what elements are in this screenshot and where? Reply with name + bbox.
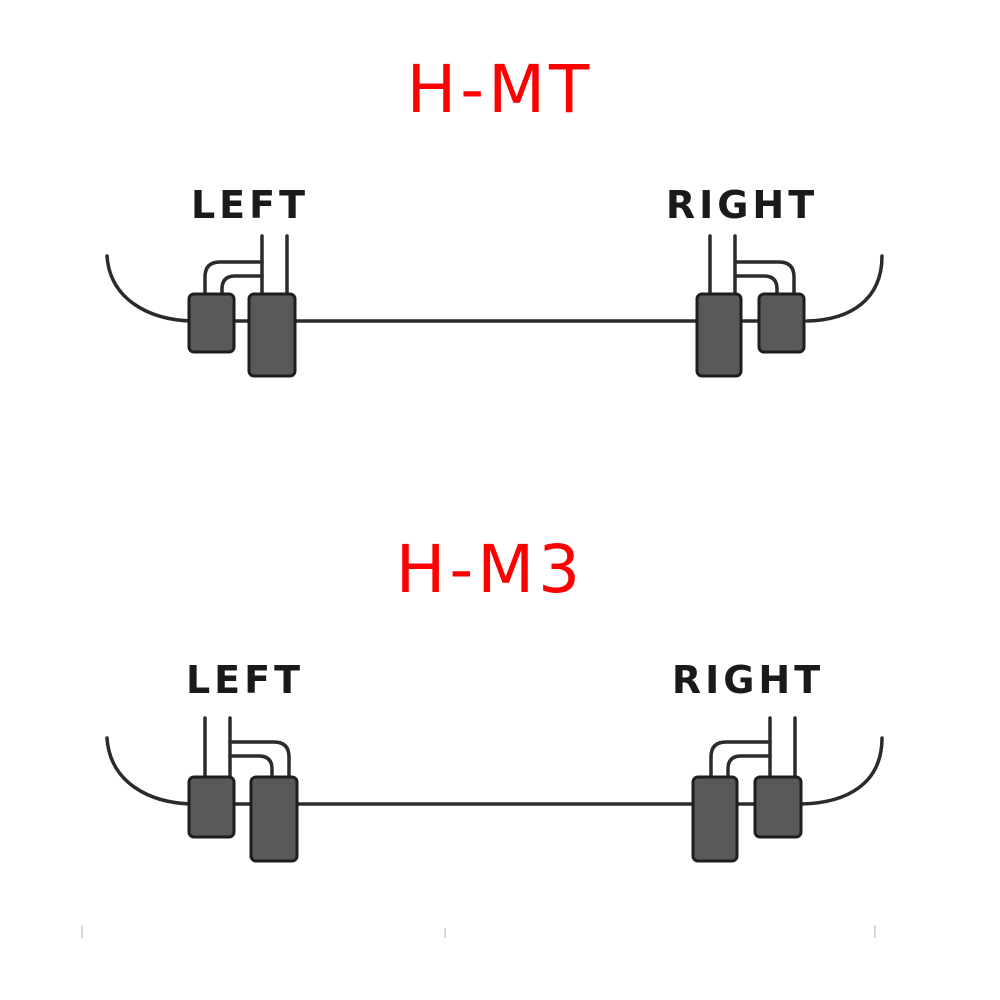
right-small-connector (753, 775, 803, 839)
diagram-title: H-MT (407, 51, 594, 128)
left-small-connector (187, 292, 236, 354)
right-hook-cord (709, 740, 772, 781)
left-label: LEFT (186, 658, 304, 702)
diagram-h-m3: H-M3 LEFT RIGHT (105, 531, 884, 863)
right-hook-cord (733, 274, 779, 298)
right-outer-curved-cable (799, 736, 884, 806)
left-small-connector (187, 775, 236, 839)
left-label: LEFT (191, 183, 309, 227)
diagram-title: H-M3 (396, 531, 584, 608)
left-hook-cord (203, 260, 264, 298)
left-outer-curved-cable (105, 254, 194, 323)
left-hook-cord (220, 274, 264, 298)
right-label: RIGHT (666, 183, 818, 227)
left-large-connector (247, 292, 297, 378)
scan-artifacts (81, 925, 876, 938)
diagram-h-mt: H-MT LEFT RIGHT (105, 51, 884, 378)
right-hook-cord (733, 260, 796, 298)
right-hook-cord (726, 754, 772, 781)
right-large-connector (695, 292, 743, 378)
right-large-connector (691, 775, 739, 863)
left-hook-cord (228, 740, 291, 781)
left-hook-cord (228, 754, 274, 781)
right-label: RIGHT (672, 658, 824, 702)
right-small-connector (757, 292, 806, 354)
left-outer-curved-cable (105, 736, 194, 806)
right-outer-curved-cable (805, 254, 884, 323)
left-large-connector (249, 775, 299, 863)
